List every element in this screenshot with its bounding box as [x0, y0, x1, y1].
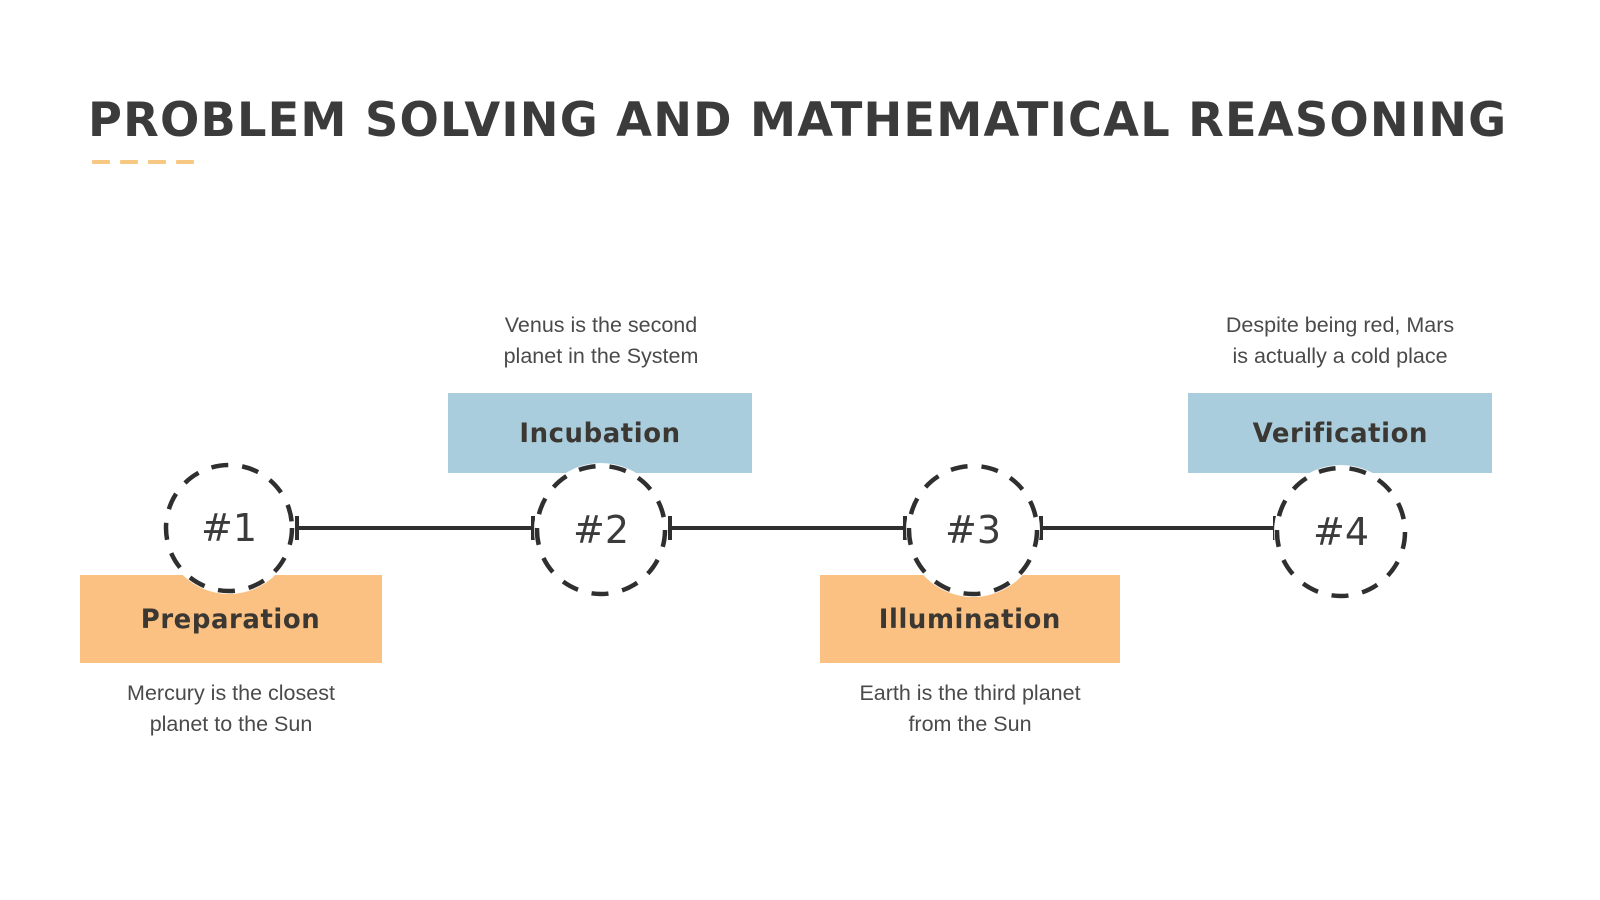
step-number-2: #2 — [572, 508, 630, 552]
step-label-3: Illumination — [878, 603, 1062, 635]
step-caption-4: Despite being red, Mars is actually a co… — [1225, 313, 1455, 368]
step-number-1: #1 — [200, 506, 258, 550]
title-dash — [176, 160, 194, 164]
step-label-1: Preparation — [141, 603, 321, 635]
dashed-ring-icon — [1274, 465, 1408, 599]
step-label-2: Incubation — [519, 417, 681, 449]
step-caption-3: Earth is the third planet from the Sun — [859, 681, 1081, 736]
step-label-box-4[interactable]: Verification — [1188, 393, 1492, 473]
step-label-4: Verification — [1252, 417, 1428, 449]
title-dash — [148, 160, 166, 164]
step-node-2[interactable]: #2 — [534, 463, 668, 597]
step-label-box-2[interactable]: Incubation — [448, 393, 752, 473]
dashed-ring-icon — [906, 463, 1040, 597]
step-caption-1: Mercury is the closest planet to the Sun — [127, 681, 335, 736]
title-dash — [92, 160, 110, 164]
step-number-3: #3 — [944, 508, 1002, 552]
step-label-box-3[interactable]: Illumination — [820, 575, 1120, 663]
step-node-3[interactable]: #3 — [906, 463, 1040, 597]
step-node-4[interactable]: #4 — [1274, 465, 1408, 599]
title-accent-dashes — [92, 160, 1388, 164]
dashed-ring-icon — [163, 462, 295, 594]
title-block: PROBLEM SOLVING AND MATHEMATICAL REASONI… — [88, 93, 1508, 164]
step-number-4: #4 — [1312, 510, 1370, 554]
step-node-1[interactable]: #1 — [163, 462, 295, 594]
page-title: PROBLEM SOLVING AND MATHEMATICAL REASONI… — [88, 93, 1508, 148]
title-dash — [120, 160, 138, 164]
step-caption-2: Venus is the second planet in the System — [503, 313, 699, 368]
dashed-ring-icon — [534, 463, 668, 597]
